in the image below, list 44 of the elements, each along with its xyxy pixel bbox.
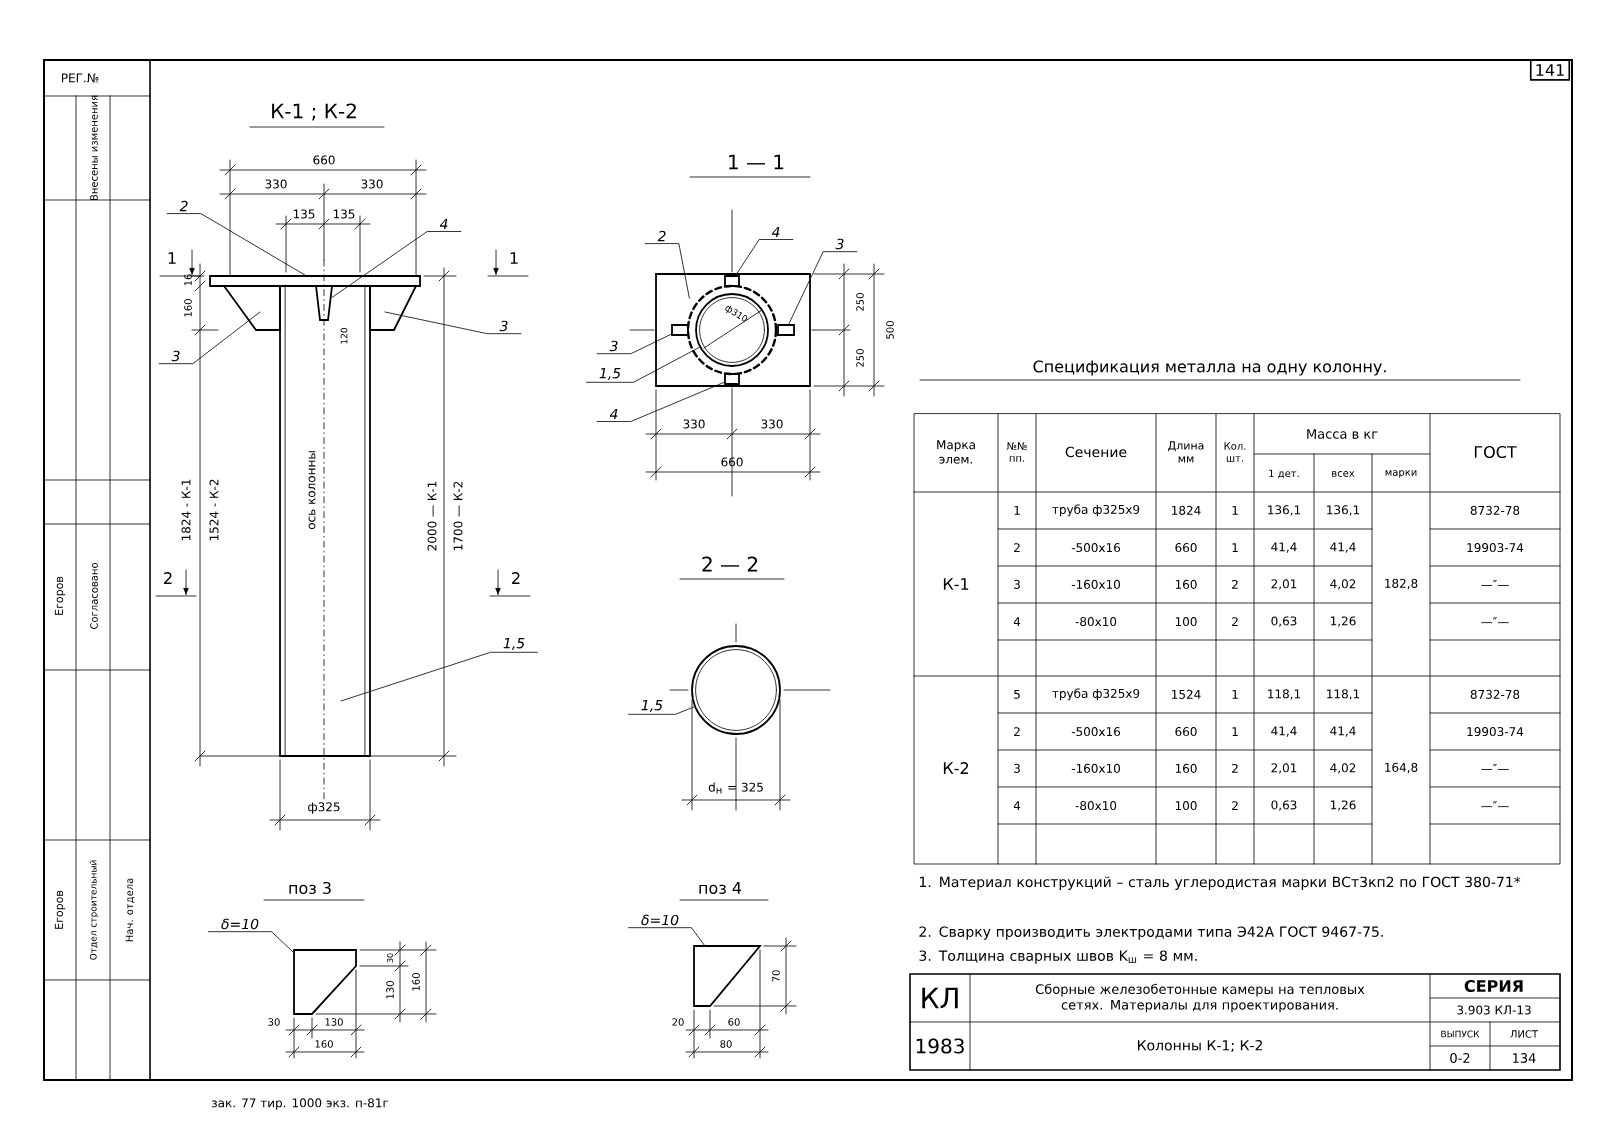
leader-line — [166, 213, 306, 276]
leader-line — [735, 239, 794, 276]
gusset-plate — [293, 949, 357, 1015]
leader-line — [158, 311, 261, 365]
gusset-plate — [777, 324, 795, 336]
view-title: К-1 ; К-2 — [249, 103, 385, 128]
rib-plate — [693, 945, 762, 1007]
leader-line — [644, 243, 690, 299]
leader-line — [384, 311, 522, 335]
part-title: поз 4 — [679, 882, 769, 901]
table-header: ГОСТ — [1474, 445, 1517, 459]
base-plate — [209, 275, 421, 287]
view-title: 1 — 1 — [689, 154, 811, 178]
leader-line — [586, 346, 700, 383]
leader-line — [628, 927, 706, 946]
table-cell: К-1 — [943, 578, 969, 590]
pipe — [695, 293, 769, 367]
rib-plate — [724, 373, 740, 385]
view-title: 2 — 2 — [679, 556, 785, 580]
leader-line — [596, 381, 725, 422]
pipe — [691, 645, 781, 735]
leader-line — [628, 706, 695, 715]
leader-line — [208, 931, 294, 953]
sheet-number: 141 — [1529, 59, 1571, 81]
gusset-plate — [671, 324, 689, 336]
leader-line — [596, 333, 672, 355]
section-label: 1 — [168, 252, 176, 264]
leader-line — [340, 651, 538, 702]
stamp-text: СЕРИЯ — [1464, 979, 1523, 993]
stamp-text: 1983 — [916, 1038, 964, 1054]
rib-plate — [724, 275, 740, 287]
section-label: 2 — [512, 572, 520, 584]
gusset-plate — [369, 285, 418, 331]
table-title: Спецификация металла на одну колонну. — [919, 360, 1521, 381]
table-cell: К-2 — [943, 762, 969, 774]
part-title: поз 3 — [263, 881, 365, 901]
pipe — [279, 285, 371, 757]
section-label: 1 — [510, 252, 518, 264]
stamp-text: КЛ — [922, 987, 958, 1009]
section-label: 2 — [164, 572, 172, 584]
leader-line — [332, 231, 462, 298]
rib-plate — [315, 285, 334, 321]
leader-line — [788, 251, 858, 325]
base-plate — [655, 273, 811, 387]
